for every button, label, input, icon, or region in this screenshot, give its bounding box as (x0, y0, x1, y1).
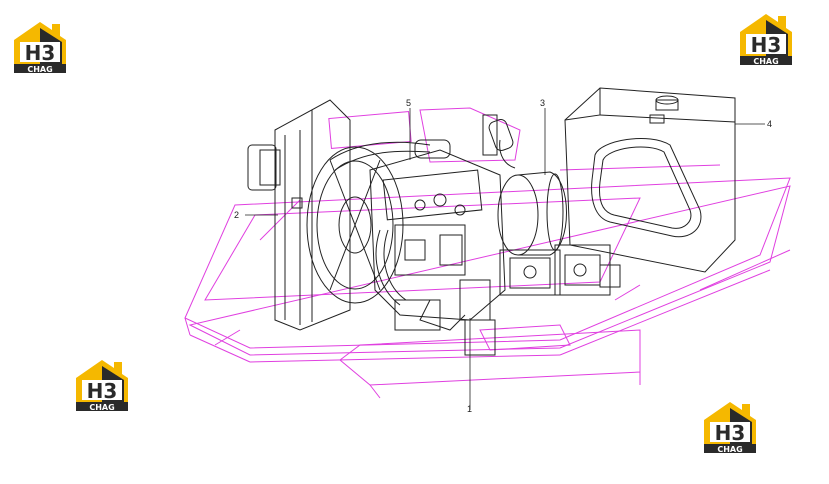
callout-label-3: 3 (540, 98, 545, 108)
radiator (247, 99, 351, 331)
callout-label-2: 2 (234, 210, 239, 220)
engine-block (329, 139, 506, 356)
h3-chag-logo-icon: H3 CHAG (702, 398, 758, 454)
h3-chag-logo-icon: H3 CHAG (738, 10, 794, 66)
logo-mark: H3 (25, 41, 56, 65)
logo-brand: CHAG (89, 403, 114, 412)
logo-mark: H3 (87, 379, 118, 403)
logo-brand: CHAG (27, 65, 52, 74)
h3-chag-logo-icon: H3 CHAG (12, 18, 68, 74)
hydraulic-pump (499, 244, 621, 296)
callout-label-5: 5 (406, 98, 411, 108)
logo-mark: H3 (715, 421, 746, 445)
hydraulic-tank (564, 87, 736, 273)
leader-lines (245, 108, 765, 410)
air-filter (482, 114, 567, 256)
logo-brand: CHAG (753, 57, 778, 66)
logo-mark: H3 (751, 33, 782, 57)
h3-chag-logo-icon: H3 CHAG (74, 356, 130, 412)
base-frame (184, 107, 791, 399)
fan-shroud (306, 146, 404, 304)
callout-label-1: 1 (467, 404, 472, 414)
callout-label-4: 4 (767, 119, 772, 129)
logo-brand: CHAG (717, 445, 742, 454)
